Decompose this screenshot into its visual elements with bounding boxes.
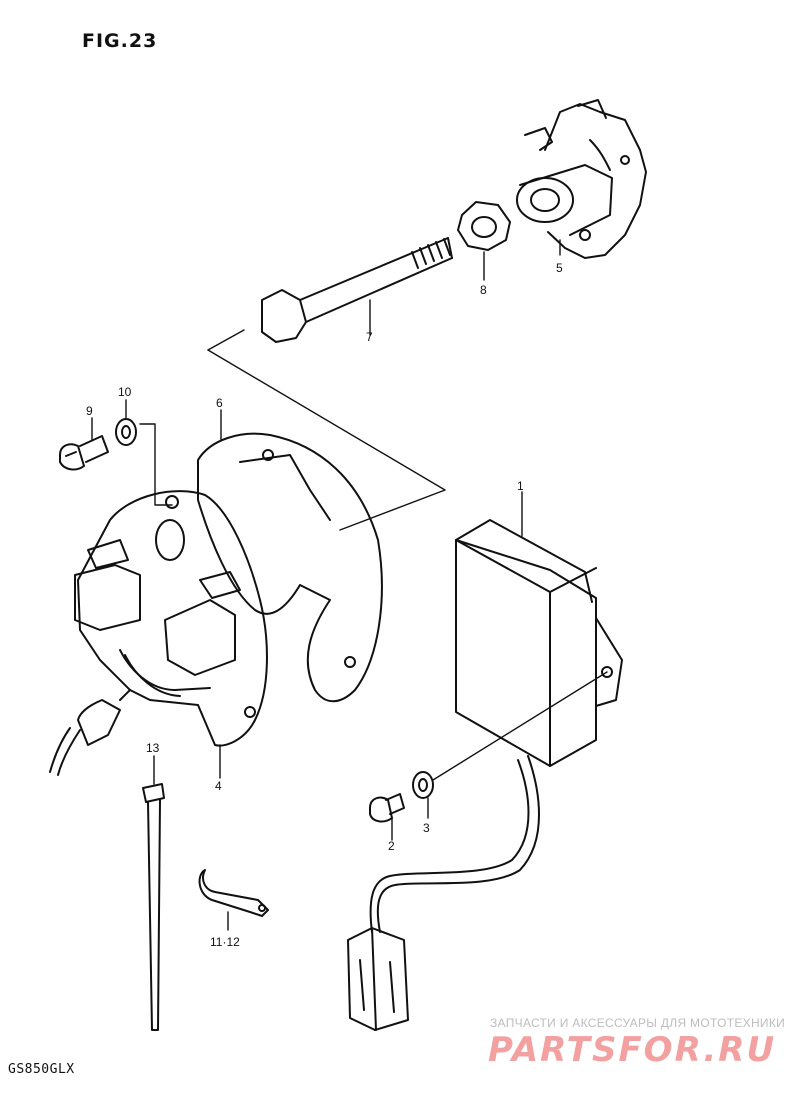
part-9-screw <box>59 435 109 471</box>
part-13-cable-tie <box>142 783 165 1031</box>
callout-1: 1 <box>517 479 524 493</box>
callout-9: 9 <box>86 404 93 418</box>
watermark-tagline: ЗАПЧАСТИ И АКСЕССУАРЫ ДЛЯ МОТОТЕХНИКИ <box>490 1016 786 1030</box>
callout-5: 5 <box>556 261 563 275</box>
callout-6: 6 <box>216 396 223 410</box>
part-7-bolt <box>261 237 453 343</box>
model-code: GS850GLX <box>8 1062 75 1077</box>
callout-10: 10 <box>118 385 132 399</box>
callout-2: 2 <box>388 839 395 853</box>
callout-7: 7 <box>366 330 373 344</box>
callout-11-12: 11·12 <box>210 935 240 949</box>
part-5-advancer <box>516 99 647 259</box>
part-10-washer <box>115 418 137 446</box>
part-3-washer <box>412 771 434 799</box>
callout-3: 3 <box>423 821 430 835</box>
part-8-nut <box>457 201 511 251</box>
callout-8: 8 <box>480 283 487 297</box>
figure-title: FIG.23 <box>82 30 158 52</box>
part-2-screw <box>369 793 405 823</box>
part-4-pickup-plate <box>49 490 268 776</box>
part-11-12-clamp <box>198 869 269 917</box>
callout-13: 13 <box>146 741 160 755</box>
watermark-logo: PARTSFOR.RU <box>488 1030 777 1070</box>
leader-lines <box>91 239 608 931</box>
callout-4: 4 <box>215 779 222 793</box>
part-1-igniter <box>347 519 623 1031</box>
part-6-plate <box>197 432 383 703</box>
